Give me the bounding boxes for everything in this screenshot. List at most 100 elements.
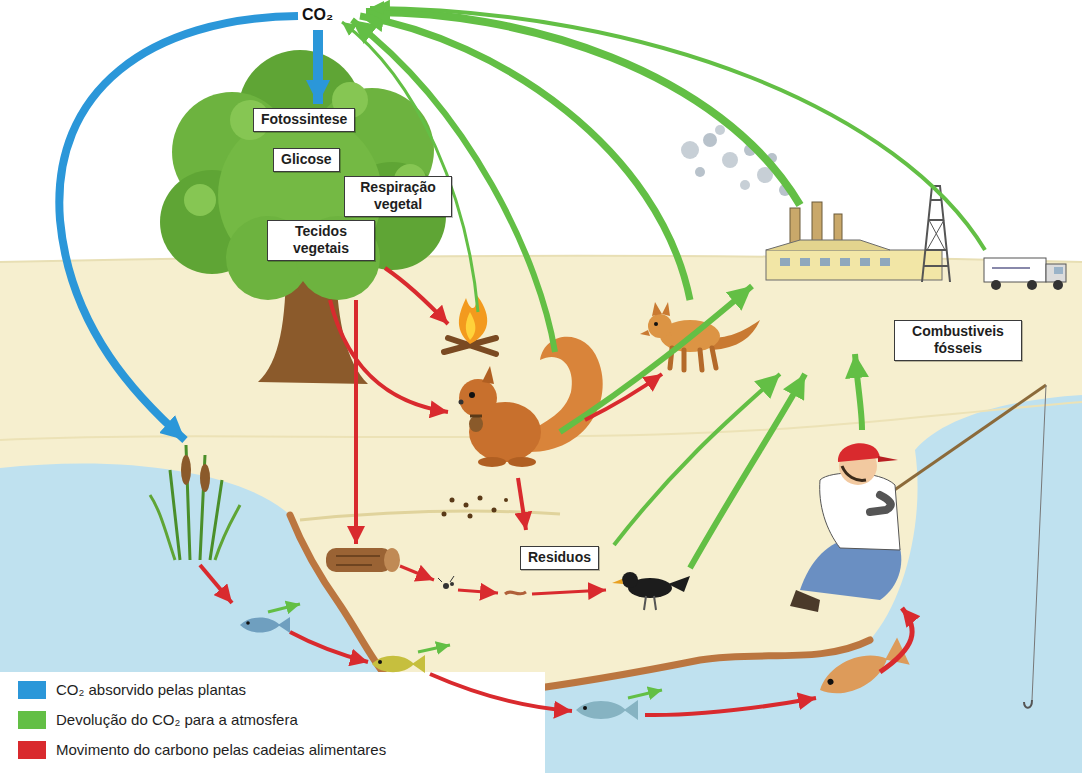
factory [766,250,942,280]
truck [992,267,1030,269]
food-chain-arrows [532,590,606,594]
fish [372,655,425,673]
squirrel [459,400,464,405]
return-arrows [268,604,300,612]
return-arrows [268,8,985,698]
residue-ants [468,514,473,519]
box-text: Respiração vegetal [352,179,444,213]
legend-swatch [18,681,46,699]
fishing-boy [1024,700,1032,708]
truck [984,258,1046,282]
box-text: Residuos [528,549,591,566]
co2-label: CO₂ [302,6,333,24]
smoke [695,167,705,177]
campfire [444,294,496,354]
log [336,556,380,565]
residue-ants [464,503,469,508]
truck [984,258,1066,290]
smoke [722,152,738,168]
insects [438,576,454,582]
tree [160,50,446,384]
bird [668,576,690,592]
fishing-boy [1032,385,1046,700]
text-box: Combustiveis fósseis [894,320,1022,361]
fishing-boy [790,590,820,612]
fish [576,700,638,720]
insects [438,576,526,594]
food-chain-arrows [880,608,912,672]
legend-swatch [18,711,46,729]
truck [1053,280,1063,290]
food-chain-arrows [290,632,368,662]
cattails [181,455,191,485]
cattails [170,445,222,560]
residue-ants [504,498,508,502]
fish [378,660,382,664]
residue-ants [442,512,447,517]
legend-row: Movimento do carbono pelas cadeias alime… [18,740,348,760]
legend-text: Devolução do CO₂ para a atmosfera [56,710,298,730]
cattails [150,445,240,560]
factory [880,258,890,266]
truck [1046,264,1066,282]
text-box: Tecidos vegetais [267,220,375,261]
fox [654,322,658,326]
text-box: Fotossintese [253,108,355,132]
residue-ants [478,496,483,501]
fish [240,617,290,633]
squirrel [459,379,497,417]
return-arrows [360,16,690,300]
return-arrows [560,286,752,432]
factory [860,258,870,266]
log [326,548,392,572]
legend-text: CO₂ absorvido pelas plantas [56,680,246,700]
food-chain-arrows [330,300,448,412]
truck [1054,267,1063,274]
smoke [715,125,725,135]
fishing-boy [842,466,866,480]
food-chain-arrows [200,565,232,603]
return-arrows [370,8,985,250]
fish [827,678,835,686]
fishing-boy [838,443,880,462]
bird [612,572,690,610]
box-text: Fotossintese [261,111,347,128]
absorption-arrows [59,16,298,440]
fox [652,302,670,316]
fox [640,330,650,336]
factory [927,220,945,250]
fish [814,638,910,704]
factory [766,240,890,250]
factory [820,258,830,266]
insects [443,583,449,589]
smoke [740,180,750,190]
fish [240,617,290,633]
fish [246,621,250,625]
insects [505,592,526,594]
text-box: Glicose [273,148,340,172]
food-chain-arrows [458,590,498,593]
island-bank [300,511,560,520]
fish [576,700,638,720]
bird [644,596,656,610]
factory [840,258,850,266]
ground [0,256,1082,702]
residue-ants [450,498,455,503]
cattails [150,495,240,560]
legend-row: CO₂ absorvido pelas plantas [18,680,208,700]
squirrel [470,415,482,418]
squirrel [469,392,475,398]
fish [583,706,587,710]
food-chain-arrows [430,674,572,711]
cattails [200,464,210,492]
fish [814,638,910,704]
log [326,548,400,572]
residue-ants [442,496,509,519]
factory [800,258,810,266]
fish [372,655,425,673]
return-arrows [628,690,662,698]
log [384,548,400,572]
legend-swatch [18,741,46,759]
